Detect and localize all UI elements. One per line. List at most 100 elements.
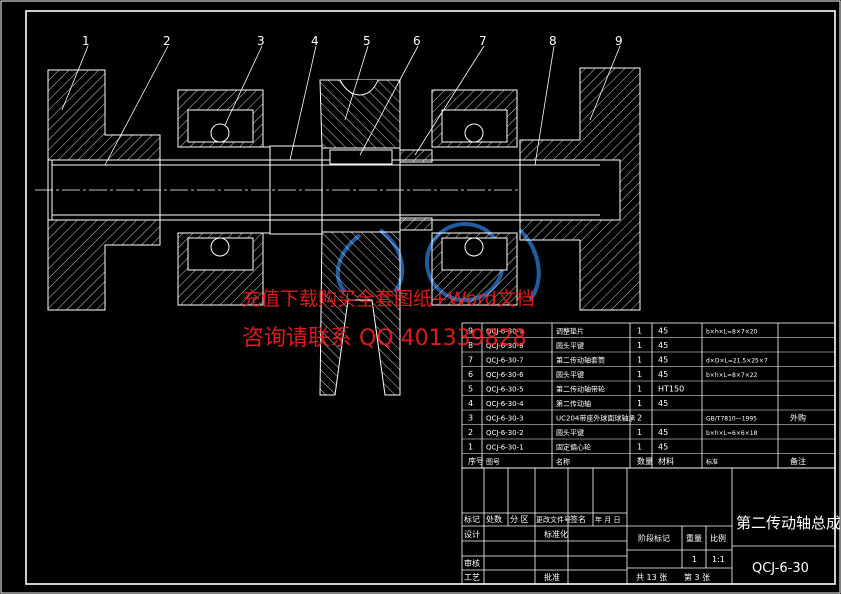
- drawing-number: QCJ-6-30: [752, 561, 809, 576]
- watermark-line2: 咨询请联系 QQ 401339828: [242, 326, 527, 351]
- bom-cell-mat: 45: [658, 356, 668, 365]
- drawing-title: 第二传动轴总成: [736, 514, 841, 532]
- bom-cell-qty: 2: [637, 414, 642, 423]
- label-standardize: 标准化: [544, 529, 568, 539]
- title-block-text: 标记 处数 分 区 更改文件号 签名 年 月 日 设计 标准化 审核 工艺 批准…: [464, 514, 841, 582]
- bom-cell-code: QCJ-6-30-1: [486, 444, 524, 452]
- label-change-doc: 更改文件号: [536, 515, 571, 524]
- label-stage: 阶段标记: [638, 533, 670, 543]
- bom-cell-std: GB/T7810—1995: [706, 416, 757, 423]
- label-approve: 批准: [544, 572, 560, 582]
- bom-cell-no: 7: [468, 356, 473, 365]
- bom-cell-no: 序号: [468, 456, 484, 466]
- callout-2: 2: [163, 34, 171, 48]
- bom-cell-name: 圆头平键: [556, 341, 584, 350]
- callout-6: 6: [413, 34, 421, 48]
- label-process: 工艺: [464, 573, 480, 582]
- callout-3: 3: [257, 34, 265, 48]
- callout-9: 9: [615, 34, 623, 48]
- bom-cell-qty: 1: [637, 385, 642, 394]
- bom-cell-code: QCJ-6-30-9: [486, 328, 524, 336]
- bom-cell-code: QCJ-6-30-4: [486, 400, 524, 408]
- label-count: 处数: [486, 514, 502, 524]
- sheet-number: 第 3 张: [684, 572, 710, 582]
- bom-cell-no: 3: [468, 414, 473, 423]
- eccentric-wheel: [47, 69, 161, 311]
- pulley: [319, 79, 401, 396]
- inner-frame: [25, 10, 836, 585]
- bom-cell-qty: 1: [637, 443, 642, 452]
- label-design: 设计: [464, 529, 480, 539]
- callout-5: 5: [363, 34, 371, 48]
- bearing-left: [177, 89, 270, 306]
- label-mark: 标记: [464, 514, 480, 524]
- bom-cell-code: QCJ-6-30-8: [486, 342, 524, 350]
- title-block: [461, 467, 836, 585]
- bom-cell-mat: 材料: [658, 456, 674, 466]
- bom-cell-std: b×h×L=8×7×22: [706, 372, 758, 379]
- bom-cell-name: 名称: [556, 457, 570, 466]
- bom-cell-no: 1: [468, 443, 473, 452]
- bom-cell-qty: 1: [637, 399, 642, 408]
- bom-cell-qty: 1: [637, 370, 642, 379]
- bom-cell-name: 圆头平键: [556, 428, 584, 437]
- bom-cell-no: 2: [468, 428, 473, 437]
- callout-7: 7: [479, 34, 487, 48]
- bom-cell-code: QCJ-6-30-5: [486, 386, 524, 394]
- bom-cell-code: 图号: [486, 458, 500, 466]
- bom-cell-mat: 45: [658, 428, 668, 437]
- bom-cell-no: 6: [468, 370, 473, 379]
- bom-cell-name: 固定偏心轮: [556, 443, 591, 452]
- bom-cell-no: 4: [468, 399, 473, 408]
- bom-cell-name: UC204带座外球面球轴承: [556, 414, 635, 423]
- bom-cell-mat: HT150: [658, 385, 684, 394]
- bom-cell-name: 第二传动轴带轮: [556, 385, 605, 394]
- watermark-line1: 充值下载购买全套图纸+Word文档: [242, 288, 535, 310]
- bom-cell-mat: 45: [658, 399, 668, 408]
- bom-cell-no: 9: [468, 327, 473, 336]
- scale-value: 1:1: [712, 555, 725, 564]
- bom-cell-code: QCJ-6-30-2: [486, 429, 524, 437]
- label-date: 年 月 日: [595, 515, 620, 524]
- bom-cell-mat: 45: [658, 370, 668, 379]
- bom-cell-qty: 1: [637, 327, 642, 336]
- bom-cell-code: QCJ-6-30-7: [486, 357, 524, 365]
- bom-cell-name: 第二传动轴套筒: [556, 356, 605, 365]
- bom-cell-std: d×D×L=21.5×25×7: [706, 358, 768, 365]
- bom-cell-name: 第二传动轴: [556, 399, 591, 408]
- bom-cell-std: b×h×L=8×7×20: [706, 329, 758, 336]
- bom-cell-no: 5: [468, 385, 473, 394]
- bom-cell-name: 调整垫片: [556, 327, 584, 336]
- callout-numbers: 1 2 3 4 5 6 7 8 9: [82, 34, 623, 48]
- sleeve-and-flange: [399, 67, 641, 311]
- bom-cell-qty: 1: [637, 428, 642, 437]
- bom-cell-note: 外购: [790, 413, 806, 423]
- bom-cell-code: QCJ-6-30-6: [486, 371, 524, 379]
- label-zone: 分 区: [510, 515, 529, 524]
- bom-cell-std: 标准: [706, 458, 718, 466]
- sheets-total: 共 13 张: [636, 573, 667, 582]
- qty-value: 1: [692, 555, 697, 564]
- bom-cell-mat: 45: [658, 327, 668, 336]
- callout-4: 4: [311, 34, 319, 48]
- bom-cell-qty: 1: [637, 356, 642, 365]
- label-sign: 签名: [570, 514, 586, 524]
- callout-8: 8: [549, 34, 557, 48]
- bom-cell-std: b×h×L=6×6×18: [706, 430, 758, 437]
- bearing-right: [431, 89, 518, 306]
- bom-cell-qty: 数量: [637, 456, 653, 466]
- bom-cell-qty: 1: [637, 341, 642, 350]
- leaders: [61, 45, 621, 166]
- bom-cell-mat: 45: [658, 341, 668, 350]
- bom-cell-name: 圆头平键: [556, 370, 584, 379]
- label-scale: 比例: [710, 533, 726, 543]
- bom-cell-no: 8: [468, 341, 473, 350]
- bom-cell-code: QCJ-6-30-3: [486, 415, 524, 423]
- bom-cell-mat: 45: [658, 443, 668, 452]
- label-review: 审核: [464, 558, 480, 568]
- label-weight: 重量: [686, 533, 702, 543]
- callout-1: 1: [82, 34, 90, 48]
